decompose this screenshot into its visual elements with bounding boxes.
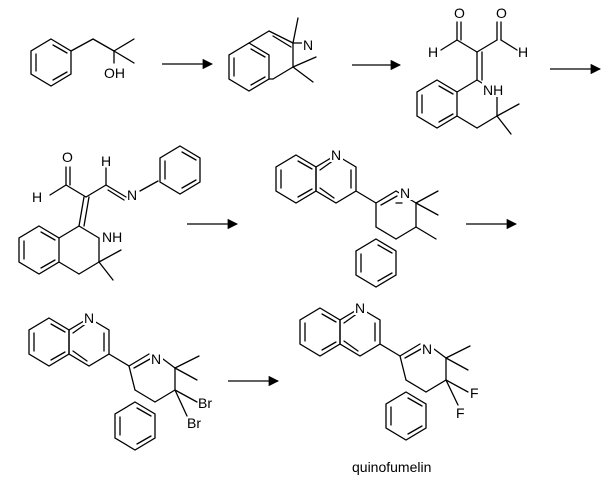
compound-3-dialdehyde: NH O O H H	[416, 5, 528, 135]
compound-caption: quinofumelin	[352, 459, 431, 475]
compound-2-dihydroisoquinoline: N	[228, 17, 317, 92]
nitrogen-label: N	[422, 341, 432, 357]
nitrogen-label: N	[127, 187, 137, 203]
fluorine-label: F	[470, 385, 479, 401]
oxygen-label: O	[454, 5, 465, 21]
compound-4-imine-aldehyde: NH O H H N	[18, 145, 201, 281]
oxygen-label: O	[62, 149, 73, 165]
hydrogen-label: H	[32, 189, 42, 205]
hydrogen-label: H	[518, 44, 528, 60]
nitrogen-label: N	[151, 351, 161, 367]
compound-1-alcohol: OH	[30, 38, 135, 87]
hydroxyl-label: OH	[104, 65, 125, 81]
compound-5-quinolinyl-dihydroisoquinoline: N N	[275, 146, 439, 288]
nitrogen-label: N	[303, 37, 313, 53]
bromine-label: Br	[187, 415, 201, 431]
nitrogen-label: N	[84, 310, 94, 326]
nitrogen-label: N	[331, 147, 341, 163]
amine-nh-label: NH	[102, 229, 122, 245]
hydrogen-label: H	[101, 153, 111, 169]
bromine-label: Br	[198, 395, 212, 411]
nitrogen-label: N	[400, 185, 410, 201]
compound-6-dibromo: N N Br Br	[28, 309, 212, 451]
fluorine-label: F	[456, 405, 465, 421]
compound-7-quinofumelin: N N F F quinofumelin	[299, 299, 479, 475]
amine-nh-label: NH	[483, 82, 503, 98]
hydrogen-label: H	[428, 44, 438, 60]
nitrogen-label: N	[355, 300, 365, 316]
oxygen-label: O	[496, 5, 507, 21]
